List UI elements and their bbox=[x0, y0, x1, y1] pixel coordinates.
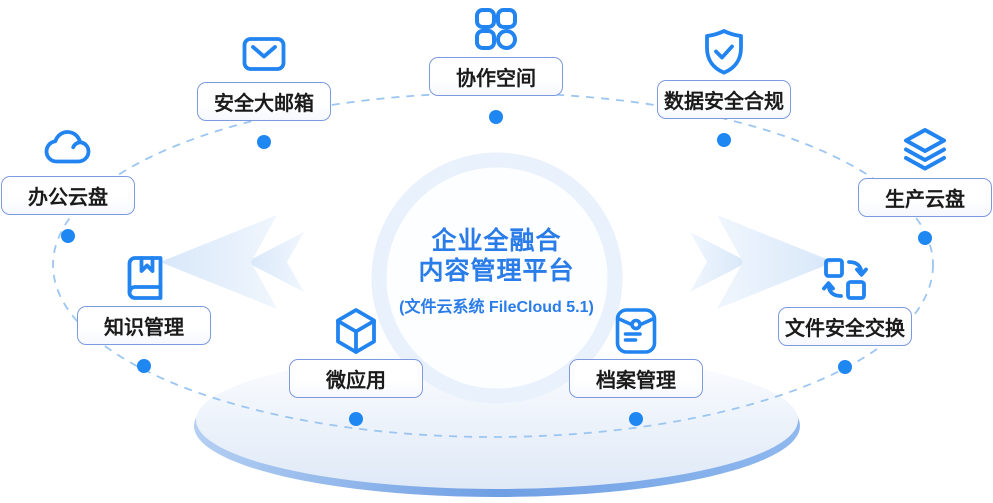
node-office-cloud-disk: 办公云盘 bbox=[1, 124, 135, 243]
node-label-office-cloud-disk: 办公云盘 bbox=[1, 176, 135, 215]
node-label-knowledge-management: 知识管理 bbox=[77, 306, 211, 345]
cloud-icon bbox=[42, 124, 94, 172]
book-icon bbox=[122, 254, 166, 302]
node-production-cloud-disk: 生产云盘 bbox=[858, 126, 992, 245]
node-label-collaboration-space: 协作空间 bbox=[429, 57, 563, 96]
node-dot bbox=[349, 412, 363, 426]
node-label-archive-management: 档案管理 bbox=[569, 359, 703, 398]
node-file-secure-exchange: 文件安全交换 bbox=[778, 255, 912, 374]
connection-dashed-ellipse bbox=[52, 92, 934, 438]
cube-icon bbox=[333, 307, 379, 355]
node-label-micro-apps: 微应用 bbox=[289, 359, 423, 398]
center-ring bbox=[371, 152, 623, 404]
node-label-secure-mailbox: 安全大邮箱 bbox=[197, 82, 331, 121]
node-dot bbox=[257, 135, 271, 149]
node-dot bbox=[717, 133, 731, 147]
shield-check-icon bbox=[701, 28, 747, 76]
layers-icon bbox=[902, 126, 948, 174]
node-label-file-secure-exchange: 文件安全交换 bbox=[778, 307, 912, 346]
swap-icon bbox=[822, 255, 868, 303]
center-circle bbox=[386, 167, 608, 389]
chevron-right-small-icon bbox=[690, 232, 748, 292]
node-dot bbox=[918, 231, 932, 245]
chevron-left-big-icon bbox=[160, 215, 277, 309]
node-micro-apps: 微应用 bbox=[289, 307, 423, 426]
node-archive-management: 档案管理 bbox=[569, 307, 703, 426]
node-dot bbox=[629, 412, 643, 426]
node-secure-mailbox: 安全大邮箱 bbox=[197, 30, 331, 149]
chevron-left-small-icon bbox=[246, 232, 304, 292]
archive-icon bbox=[614, 307, 658, 355]
envelope-icon bbox=[242, 30, 286, 78]
node-dot bbox=[838, 360, 852, 374]
node-knowledge-management: 知识管理 bbox=[77, 254, 211, 373]
node-dot bbox=[489, 110, 503, 124]
node-dot bbox=[137, 359, 151, 373]
apps-grid-icon bbox=[474, 5, 518, 53]
node-data-security-compliance: 数据安全合规 bbox=[657, 28, 791, 147]
node-label-production-cloud-disk: 生产云盘 bbox=[858, 178, 992, 217]
node-collaboration-space: 协作空间 bbox=[429, 5, 563, 124]
node-dot bbox=[61, 229, 75, 243]
node-label-data-security-compliance: 数据安全合规 bbox=[657, 80, 791, 119]
chevron-right-big-icon bbox=[717, 215, 834, 309]
